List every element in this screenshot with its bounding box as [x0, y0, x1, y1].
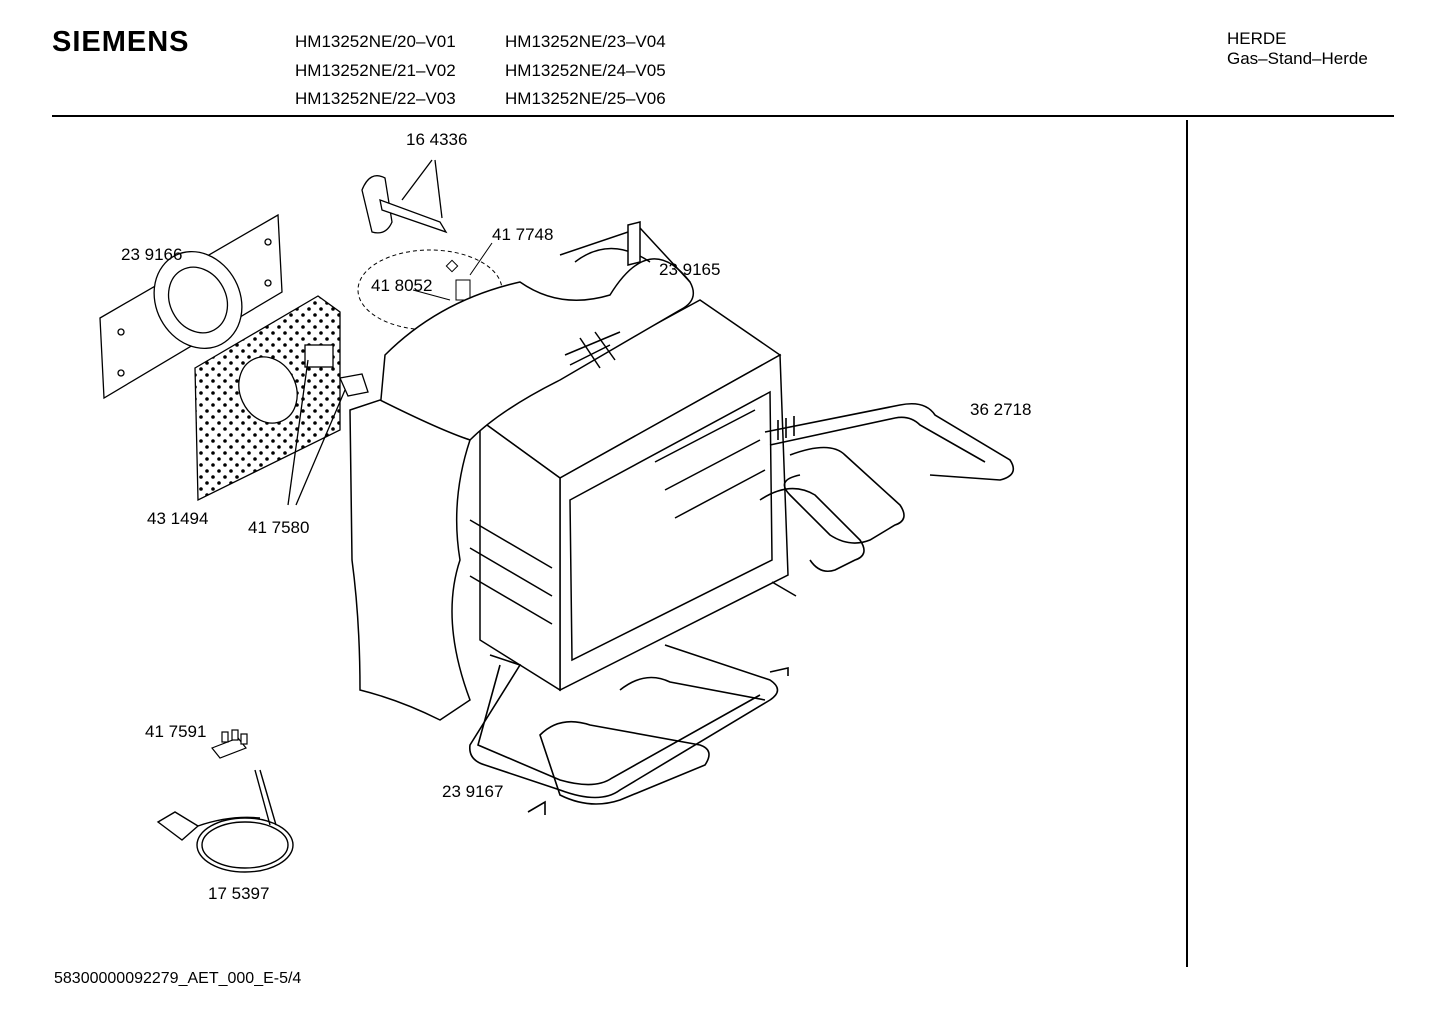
part-label: 43 1494	[147, 509, 208, 528]
model-number: HM13252NE/22–V03	[295, 89, 456, 108]
part-label: 17 5397	[208, 884, 269, 903]
temperature-sensor	[287, 344, 369, 506]
part-label: 23 9167	[442, 782, 503, 801]
side-divider	[1186, 120, 1188, 967]
top-heating-element	[759, 402, 1015, 573]
part-label: 41 8052	[371, 276, 432, 295]
category-block: HERDE Gas–Stand–Herde	[1227, 29, 1368, 69]
model-number: HM13252NE/20–V01	[295, 32, 456, 51]
bottom-heating-element	[468, 644, 789, 815]
category-title: HERDE	[1227, 29, 1287, 48]
part-label: 23 9165	[659, 260, 720, 279]
part-label: 41 7748	[492, 225, 553, 244]
category-subtitle: Gas–Stand–Herde	[1227, 49, 1368, 68]
document-id: 58300000092279_AET_000_E-5/4	[54, 970, 302, 987]
insulation-mat	[194, 295, 341, 502]
detail-circle	[357, 242, 503, 331]
rear-panel	[99, 213, 283, 400]
oven-cavity	[349, 221, 797, 721]
part-label: 16 4336	[406, 130, 467, 149]
model-list-1: HM13252NE/20–V01 HM13252NE/21–V02 HM1325…	[295, 28, 456, 114]
model-list-2: HM13252NE/23–V04 HM13252NE/24–V05 HM1325…	[505, 28, 666, 114]
part-label: 41 7580	[248, 518, 309, 537]
model-number: HM13252NE/21–V02	[295, 60, 456, 80]
power-cord	[156, 769, 294, 873]
part-label: 36 2718	[970, 400, 1031, 419]
part-label: 41 7591	[145, 722, 206, 741]
brand-logo: SIEMENS	[52, 26, 190, 58]
part-label: 23 9166	[121, 245, 182, 264]
model-number: HM13252NE/23–V04	[505, 32, 666, 51]
header-divider	[52, 115, 1394, 117]
terminal-block	[211, 729, 248, 759]
model-number: HM13252NE/25–V06	[505, 89, 666, 108]
rotisserie-motor	[361, 159, 448, 234]
model-number: HM13252NE/24–V05	[505, 60, 666, 80]
